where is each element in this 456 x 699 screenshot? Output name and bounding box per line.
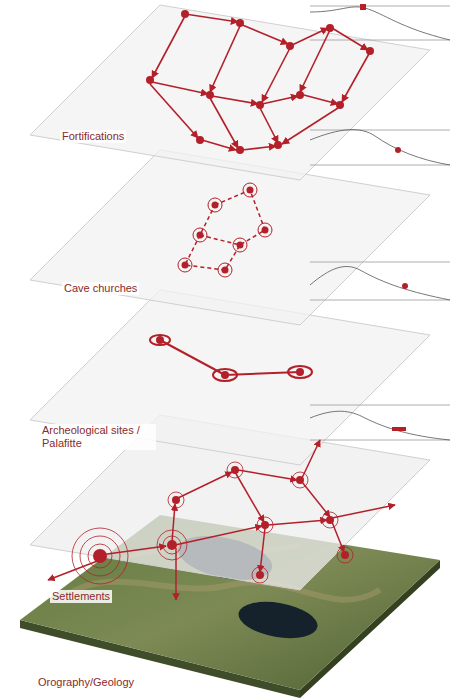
layer-label: Settlements	[50, 590, 112, 603]
layer-label: Cave churches	[62, 282, 139, 295]
layer-label: Fortifications	[60, 130, 126, 143]
layer-label: Orography/Geology	[36, 676, 136, 689]
layer-label: Archeological sites / Palafitte	[40, 424, 156, 450]
